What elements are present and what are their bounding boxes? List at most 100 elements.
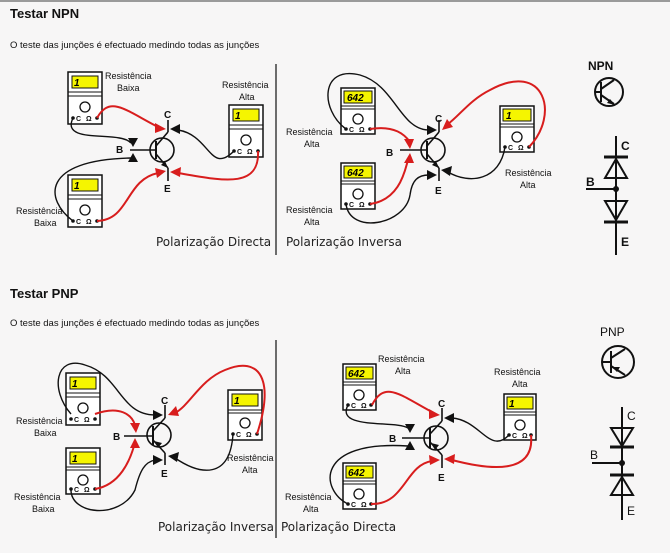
svg-text:Baixa: Baixa	[117, 83, 140, 93]
svg-text:C: C	[237, 149, 242, 156]
red-probe-wire	[447, 80, 546, 148]
meter-dial-icon	[352, 188, 364, 200]
pnp-transistor-icon	[601, 345, 635, 379]
meter-reading: 1	[234, 396, 240, 407]
svg-text:Ω: Ω	[518, 145, 524, 152]
black-probe-wire	[327, 72, 430, 131]
meter-reading: 1	[235, 111, 241, 122]
svg-text:E: E	[627, 504, 635, 518]
meter-reading: 642	[348, 369, 365, 380]
svg-text:Alta: Alta	[304, 139, 320, 149]
svg-text:Ω: Ω	[361, 502, 367, 509]
svg-text:E: E	[438, 473, 445, 484]
symbol-label: NPN	[588, 59, 613, 73]
svg-text:Ω: Ω	[86, 219, 92, 226]
svg-text:Resistência: Resistência	[286, 127, 333, 137]
svg-text:Resistência: Resistência	[105, 71, 152, 81]
npn-transistor-icon	[130, 120, 175, 181]
npn-symbol: NPN C B E	[586, 59, 630, 255]
svg-text:Alta: Alta	[242, 465, 258, 475]
svg-text:Ω: Ω	[84, 417, 90, 424]
meter-reading: 642	[348, 468, 365, 479]
meter-reading: 1	[509, 399, 515, 410]
diagram-caption: Polarização Inversa	[158, 520, 274, 534]
svg-text:Ω: Ω	[359, 202, 365, 209]
npn-transistor-icon	[400, 120, 446, 181]
svg-text:Ω: Ω	[361, 403, 367, 410]
npn-forward-diagram: 1 C Ω Resistência Baixa 1 C Ω Resistênci…	[16, 71, 271, 249]
svg-text:C: C	[349, 202, 354, 209]
red-probe-wire	[174, 364, 266, 435]
svg-text:Resistência: Resistência	[16, 206, 63, 216]
svg-text:C: C	[76, 219, 81, 226]
svg-text:Resistência: Resistência	[16, 416, 63, 426]
black-probe-wire	[329, 444, 409, 505]
svg-text:Alta: Alta	[512, 379, 528, 389]
svg-text:Ω: Ω	[522, 433, 528, 440]
svg-text:E: E	[621, 235, 629, 249]
section-intro-pnp: O teste das junções é efectuado medindo …	[10, 318, 260, 329]
red-probe-wire	[370, 460, 433, 506]
black-probe-wire	[57, 362, 156, 416]
black-probe-wire	[177, 129, 235, 160]
black-probe-wire	[447, 146, 506, 180]
svg-text:Ω: Ω	[359, 127, 365, 134]
diode-equivalent-icon	[586, 136, 629, 255]
svg-text:B: B	[386, 148, 393, 159]
meter-reading: 1	[74, 78, 80, 89]
multimeter: 642 C Ω	[340, 87, 376, 135]
pnp-transistor-icon	[402, 408, 449, 468]
svg-text:Alta: Alta	[520, 180, 536, 190]
svg-text:Alta: Alta	[303, 504, 319, 514]
multimeter: 1 C Ω	[228, 104, 264, 158]
svg-text:C: C	[438, 399, 445, 410]
meter-dial-icon	[511, 131, 523, 143]
pnp-reverse-diagram: 1 C Ω Resistência Baixa 1 C Ω Resistênci…	[14, 362, 274, 534]
svg-text:Resistência: Resistência	[227, 453, 274, 463]
red-probe-wire	[96, 105, 159, 128]
multimeter: 1 C Ω	[499, 105, 535, 153]
meter-dial-icon	[79, 204, 91, 216]
svg-text:B: B	[590, 448, 598, 462]
meter-reading: 1	[74, 181, 80, 192]
svg-text:Baixa: Baixa	[34, 428, 57, 438]
svg-text:B: B	[116, 145, 123, 156]
black-probe-wire	[70, 117, 132, 144]
meter-dial-icon	[77, 474, 89, 486]
svg-text:C: C	[627, 409, 636, 423]
svg-text:C: C	[161, 396, 168, 407]
svg-text:Ω: Ω	[86, 116, 92, 123]
black-probe-wire	[70, 459, 156, 512]
npn-transistor-icon	[594, 77, 624, 107]
section-title-pnp: Testar PNP	[10, 286, 79, 301]
red-probe-wire	[177, 150, 260, 181]
red-probe-wire	[94, 409, 136, 426]
black-probe-wire	[345, 404, 409, 429]
meter-dial-icon	[77, 402, 89, 414]
svg-text:Ω: Ω	[84, 487, 90, 494]
meter-reading: 1	[72, 454, 78, 465]
red-probe-wire	[96, 172, 159, 222]
svg-text:C: C	[236, 432, 241, 439]
diagram-caption: Polarização Inversa	[286, 235, 402, 249]
svg-text:Resistência: Resistência	[285, 492, 332, 502]
meter-dial-icon	[514, 419, 526, 431]
black-probe-wire	[345, 174, 430, 224]
section-intro-npn: O teste das junções é efectuado medindo …	[10, 40, 260, 51]
svg-text:Ω: Ω	[247, 149, 253, 156]
symbol-label: PNP	[600, 325, 625, 339]
meter-dial-icon	[79, 101, 91, 113]
svg-text:Ω: Ω	[246, 432, 252, 439]
meter-dial-icon	[352, 113, 364, 125]
svg-text:C: C	[74, 417, 79, 424]
svg-text:B: B	[586, 175, 595, 189]
svg-text:Alta: Alta	[304, 217, 320, 227]
svg-text:E: E	[164, 184, 171, 195]
svg-text:Resistência: Resistência	[222, 80, 269, 90]
svg-text:Resistência: Resistência	[505, 168, 552, 178]
svg-text:C: C	[349, 127, 354, 134]
meter-reading: 1	[72, 379, 78, 390]
svg-text:Alta: Alta	[239, 92, 255, 102]
multimeter: 1 C Ω	[227, 389, 263, 441]
